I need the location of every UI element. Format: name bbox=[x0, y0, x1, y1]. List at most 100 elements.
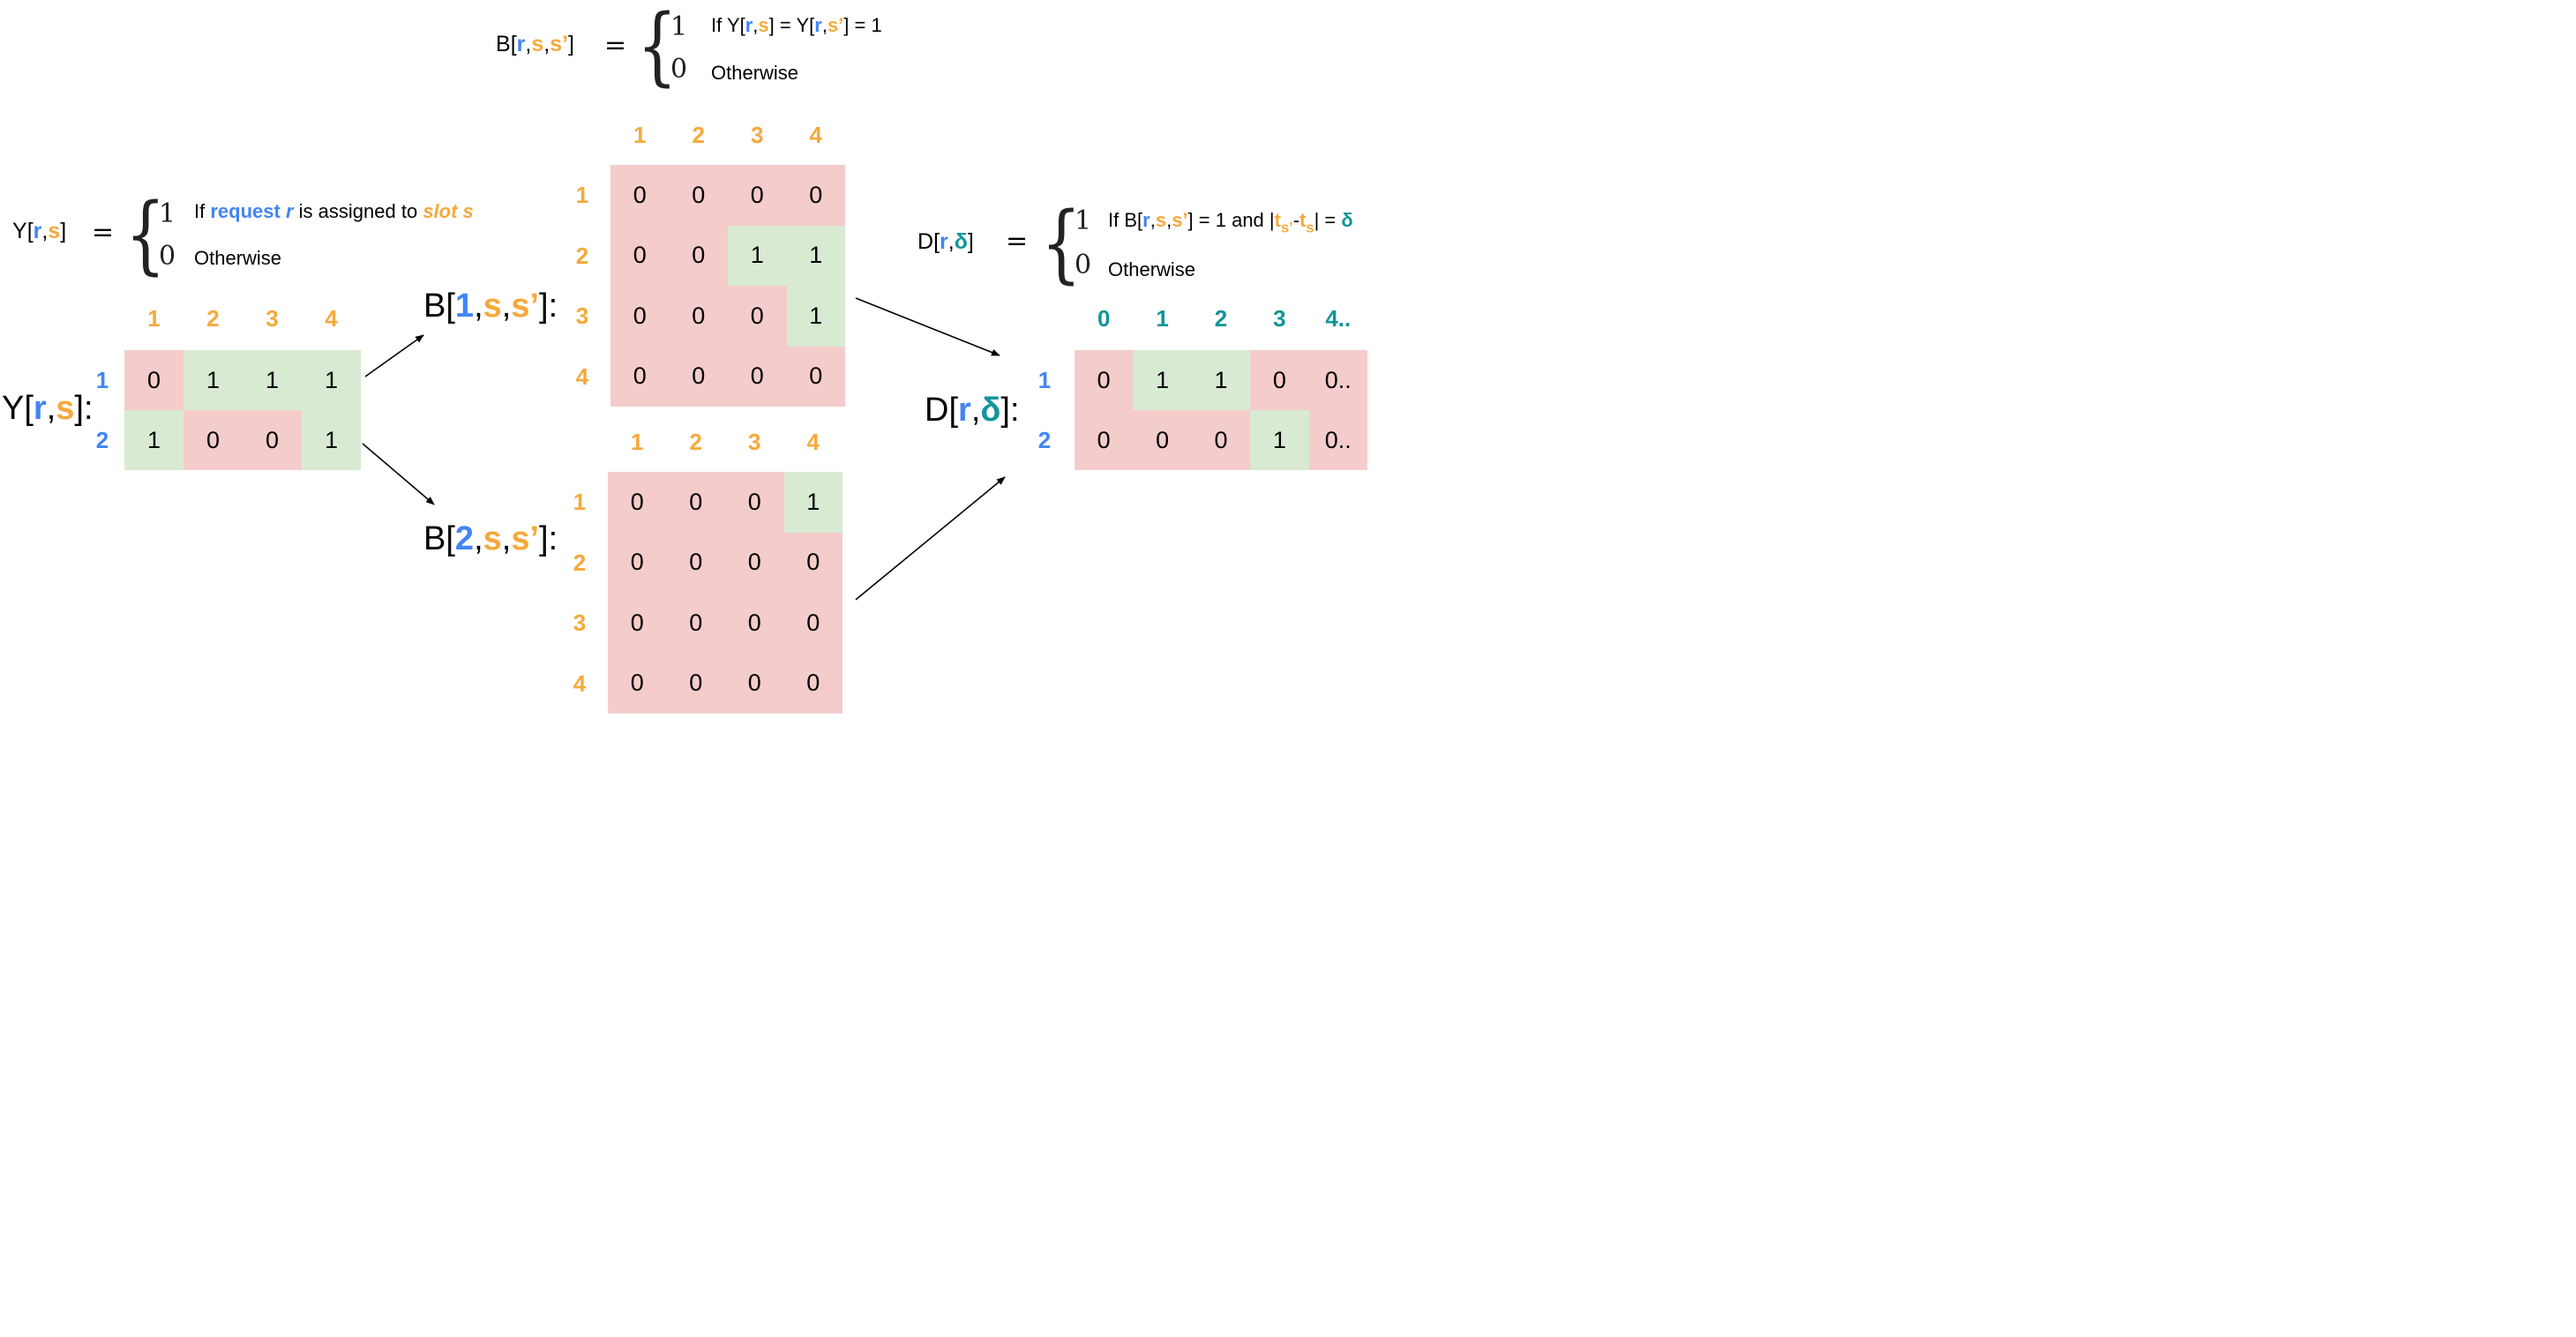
matrix-cell: 0 bbox=[1075, 350, 1134, 410]
matrix-y-grid: 0 1 1 1 1 0 0 1 bbox=[124, 350, 361, 470]
arrow-b1-to-d bbox=[855, 297, 1000, 356]
col-header: 2 bbox=[1214, 305, 1228, 332]
matrix-cell: 0 bbox=[124, 350, 183, 410]
row-header: 2 bbox=[575, 242, 589, 269]
matrix-cell: 0 bbox=[725, 472, 784, 533]
col-header: 3 bbox=[748, 429, 761, 455]
row-header: 1 bbox=[573, 489, 587, 516]
row-header: 1 bbox=[1037, 367, 1052, 393]
matrix-y-label: Y[r,s]: bbox=[2, 390, 94, 427]
col-header: 2 bbox=[689, 429, 702, 455]
matrix-d-grid: 0 1 1 0 0.. 0 0 0 1 0.. bbox=[1075, 350, 1367, 470]
col-header: 4 bbox=[325, 305, 338, 332]
row-header: 4 bbox=[573, 669, 587, 697]
formula-d-lhs: D[r,δ] bbox=[917, 229, 974, 254]
col-header: 3 bbox=[751, 122, 764, 148]
formula-d-case1-value: 1 bbox=[1075, 205, 1092, 236]
matrix-cell: 0 bbox=[725, 653, 784, 713]
formula-b-case1-condition: If Y[r,s] = Y[r,s’] = 1 bbox=[711, 14, 882, 36]
matrix-cell: 0 bbox=[783, 532, 842, 593]
formula-d-equals: = bbox=[1006, 226, 1029, 257]
matrix-cell: 0 bbox=[728, 165, 787, 226]
col-header: 1 bbox=[631, 429, 644, 455]
matrix-b1-grid: 0 0 0 0 0 0 1 1 0 0 0 1 0 0 0 0 bbox=[610, 165, 845, 407]
matrix-cell: 1 bbox=[243, 350, 302, 410]
matrix-cell: 0 bbox=[666, 472, 725, 533]
matrix-cell: 0 bbox=[1075, 410, 1134, 470]
matrix-cell: 0.. bbox=[1308, 410, 1367, 470]
formula-y-case0-condition: Otherwise bbox=[194, 247, 282, 269]
formula-b-equals: = bbox=[604, 30, 627, 61]
arrow-y-to-b1 bbox=[364, 334, 424, 377]
formula-y-brace: { bbox=[125, 185, 166, 284]
matrix-b1-row-headers: 1 2 3 4 bbox=[568, 165, 596, 407]
matrix-cell: 0 bbox=[610, 225, 670, 286]
formula-d-case0-condition: Otherwise bbox=[1108, 258, 1196, 280]
matrix-y-col-headers: 1 2 3 4 bbox=[124, 307, 361, 330]
matrix-cell: 1 bbox=[1250, 410, 1309, 470]
matrix-cell: 0 bbox=[786, 165, 845, 226]
matrix-b1-label: B[1,s,s’]: bbox=[423, 288, 558, 325]
matrix-cell: 0 bbox=[610, 165, 670, 226]
arrow-b2-to-d bbox=[855, 476, 1006, 601]
matrix-cell: 1 bbox=[124, 410, 183, 470]
matrix-cell: 0 bbox=[608, 593, 667, 654]
formula-y-case1-value: 1 bbox=[159, 198, 176, 229]
formula-d-brace: { bbox=[1041, 194, 1082, 293]
formula-b-lhs: B[r,s,s’] bbox=[496, 32, 574, 56]
row-header: 2 bbox=[573, 549, 587, 576]
matrix-cell: 1 bbox=[728, 225, 787, 286]
matrix-cell: 0 bbox=[669, 225, 728, 286]
matrix-cell: 0 bbox=[786, 346, 845, 407]
row-header: 3 bbox=[573, 609, 587, 637]
col-header: 4.. bbox=[1325, 305, 1352, 332]
matrix-cell: 0 bbox=[783, 593, 842, 654]
matrix-b2-label: B[2,s,s’]: bbox=[423, 520, 558, 557]
row-header: 1 bbox=[95, 367, 109, 393]
col-header: 1 bbox=[633, 122, 647, 148]
matrix-cell: 0 bbox=[728, 346, 787, 407]
formula-y-case0-value: 0 bbox=[159, 241, 176, 272]
matrix-cell: 0 bbox=[669, 165, 728, 226]
matrix-cell: 1 bbox=[302, 350, 361, 410]
matrix-cell: 0 bbox=[666, 532, 725, 593]
matrix-cell: 0 bbox=[728, 286, 787, 347]
formula-y-lhs: Y[r,s] bbox=[12, 219, 67, 243]
matrix-cell: 0 bbox=[1133, 410, 1192, 470]
matrix-cell: 1 bbox=[786, 225, 845, 286]
col-header: 0 bbox=[1097, 305, 1111, 332]
formula-y-equals: = bbox=[92, 217, 115, 248]
matrix-cell: 1 bbox=[783, 472, 842, 533]
matrix-b2-row-headers: 1 2 3 4 bbox=[565, 472, 594, 713]
matrix-b1-col-headers: 1 2 3 4 bbox=[610, 123, 845, 146]
matrix-cell: 0 bbox=[608, 653, 667, 713]
col-header: 1 bbox=[1156, 305, 1169, 332]
matrix-cell: 0 bbox=[666, 593, 725, 654]
matrix-cell: 0 bbox=[610, 286, 670, 347]
matrix-b2-col-headers: 1 2 3 4 bbox=[608, 430, 842, 453]
formula-b-case1-value: 1 bbox=[670, 11, 688, 42]
matrix-cell: 0 bbox=[669, 286, 728, 347]
row-header: 3 bbox=[575, 303, 589, 330]
matrix-cell: 0 bbox=[1191, 410, 1251, 470]
matrix-cell: 1 bbox=[183, 350, 243, 410]
row-header: 2 bbox=[1037, 427, 1052, 453]
matrix-b2-grid: 0 0 0 1 0 0 0 0 0 0 0 0 0 0 0 0 bbox=[608, 472, 842, 713]
col-header: 1 bbox=[147, 305, 161, 332]
matrix-cell: 1 bbox=[786, 286, 845, 347]
col-header: 4 bbox=[806, 429, 820, 455]
matrix-d-label: D[r,δ]: bbox=[925, 392, 1020, 429]
matrix-cell: 0 bbox=[725, 593, 784, 654]
formula-b-case0-value: 0 bbox=[670, 54, 688, 85]
matrix-cell: 0 bbox=[610, 346, 670, 407]
matrix-cell: 0 bbox=[783, 653, 842, 713]
matrix-cell: 1 bbox=[302, 410, 361, 470]
row-header: 1 bbox=[575, 182, 589, 209]
matrix-cell: 1 bbox=[1133, 350, 1192, 410]
matrix-cell: 0 bbox=[1250, 350, 1309, 410]
matrix-cell: 0 bbox=[725, 532, 784, 593]
arrow-y-to-b2 bbox=[362, 443, 435, 505]
col-header: 2 bbox=[692, 122, 705, 148]
row-header: 2 bbox=[95, 427, 109, 453]
matrix-cell: 0 bbox=[243, 410, 302, 470]
